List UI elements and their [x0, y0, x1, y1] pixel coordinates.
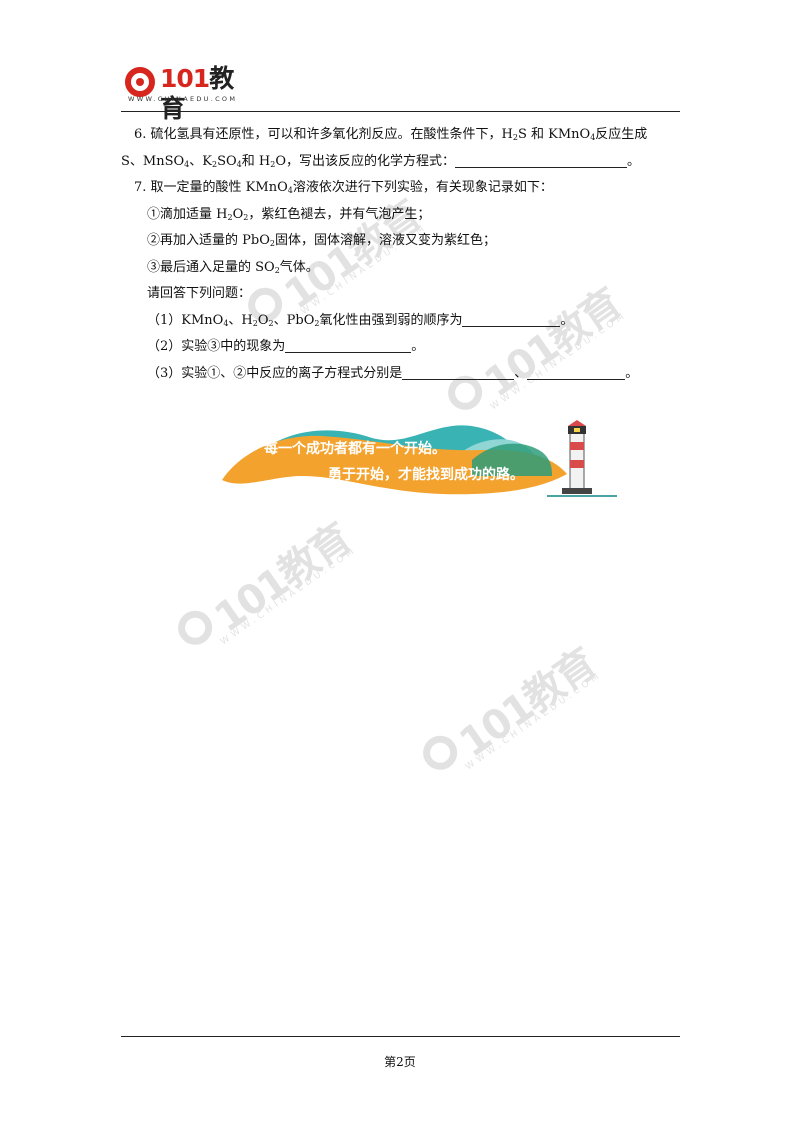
watermark: 101教育 WWW.CHINAEDU.COM	[413, 629, 617, 801]
lighthouse-icon	[547, 420, 617, 497]
logo-text: 101教育	[160, 64, 254, 124]
logo-url: WWW.CHINAEDU.COM	[128, 95, 238, 103]
q6-line1: 6. 硫化氢具有还原性，可以和许多氧化剂反应。在酸性条件下，H2S 和 KMnO…	[134, 127, 648, 142]
motivation-banner	[222, 420, 617, 497]
answer-blank[interactable]	[285, 337, 412, 353]
q7-sub3: （3）实验①、②中反应的离子方程式分别是、。	[147, 364, 639, 381]
q7-intro: 7. 取一定量的酸性 KMnO4溶液依次进行下列实验，有关现象记录如下：	[134, 180, 553, 195]
q7-prompt: 请回答下列问题：	[147, 286, 252, 301]
logo-number: 101	[160, 64, 210, 93]
banner-text-line2: 勇于开始，才能找到成功的路。	[328, 467, 524, 483]
q7-sub1: （1）KMnO4、H2O2、PbO2氧化性由强到弱的顺序为。	[147, 311, 574, 328]
watermark: 101教育 WWW.CHINAEDU.COM	[168, 504, 372, 676]
page-number: 第2页	[384, 1055, 416, 1069]
banner-orange-wave	[222, 435, 567, 495]
answer-blank[interactable]	[527, 364, 626, 380]
logo-ring-icon	[125, 67, 155, 97]
footer-rule	[121, 1036, 680, 1037]
answer-blank[interactable]	[454, 152, 627, 168]
header-logo: 101教育 WWW.CHINAEDU.COM	[124, 62, 254, 123]
q7-step2: ②再加入适量的 PbO2固体，固体溶解，溶液又变为紫红色；	[147, 233, 496, 248]
answer-blank[interactable]	[402, 364, 515, 380]
q7-step3: ③最后通入足量的 SO2气体。	[147, 259, 319, 275]
question-content: 6. 硫化氢具有还原性，可以和许多氧化剂反应。在酸性条件下，H2S 和 KMnO…	[121, 122, 681, 387]
banner-text-line1: 每一个成功者都有一个开始。	[264, 441, 446, 457]
logo-cn: 教育	[160, 64, 234, 123]
q6-line2: S、MnSO4、K2SO4和 H2O，写出该反应的化学方程式：。	[121, 152, 640, 169]
answer-blank[interactable]	[462, 311, 561, 327]
header-rule	[121, 111, 680, 112]
q7-step1: ①滴加适量 H2O2，紫红色褪去，并有气泡产生；	[147, 206, 431, 222]
banner-green-hill	[472, 443, 552, 476]
q7-sub2: （2）实验③中的现象为。	[147, 337, 425, 354]
watermark-text: 101教育	[206, 515, 359, 642]
watermark-text: 101教育	[451, 640, 604, 767]
